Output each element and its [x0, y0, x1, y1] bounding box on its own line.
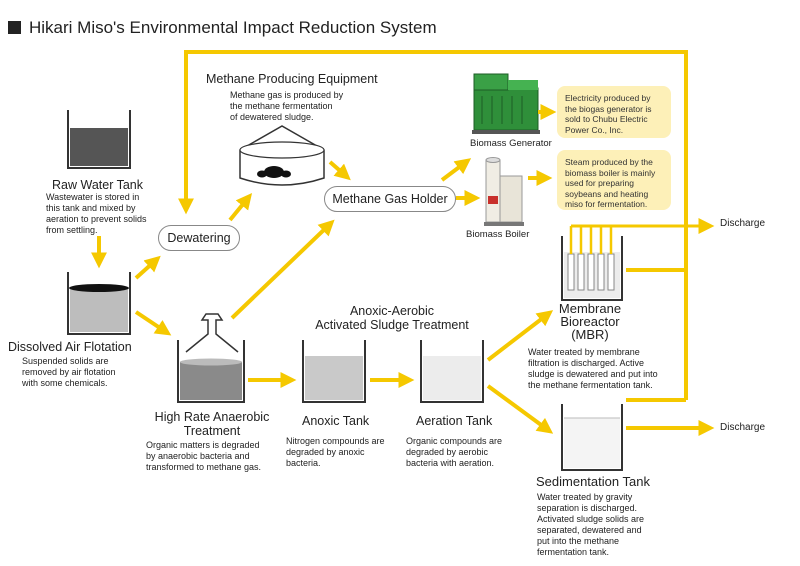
biomass-generator-icon [472, 73, 540, 134]
boiler-note: Steam produced by the biomass boiler is … [557, 150, 671, 210]
high-rate-anaerobic-label: High Rate Anaerobic Treatment [154, 410, 270, 438]
mbr-label: Membrane Bioreactor (MBR) [558, 301, 622, 342]
methane-equipment-label: Methane Producing Equipment [206, 72, 378, 86]
title-text: Hikari Miso's Environmental Impact Reduc… [29, 18, 437, 37]
methane-gas-holder-node: Methane Gas Holder [324, 186, 456, 212]
biomass-boiler-label: Biomass Boiler [466, 229, 530, 240]
dissolved-air-flotation-tank-icon [67, 272, 131, 335]
high-rate-anaerobic-desc: Organic matters is degraded by anaerobic… [146, 440, 262, 472]
discharge-mbr-label: Discharge [720, 218, 766, 229]
mbr-tank-icon [561, 224, 700, 301]
methane-equipment-desc: Methane gas is produced by the methane f… [230, 90, 344, 122]
generator-note: Electricity produced by the biogas gener… [557, 86, 671, 138]
aeration-tank-icon [420, 340, 484, 403]
raw-water-tank-label: Raw Water Tank [52, 178, 144, 192]
methane-gas-holder-label: Methane Gas Holder [332, 192, 448, 206]
sedimentation-tank-label: Sedimentation Tank [536, 474, 650, 489]
raw-water-tank-icon [67, 110, 131, 169]
mbr-desc: Water treated by membrane filtration is … [528, 347, 658, 390]
sedimentation-tank-desc: Water treated by gravity separation is d… [537, 492, 645, 557]
high-rate-anaerobic-tank-icon [177, 313, 245, 403]
dewatering-node: Dewatering [158, 225, 240, 251]
raw-water-tank-desc: Wastewater is stored in this tank and mi… [46, 192, 147, 235]
dissolved-air-flotation-label: Dissolved Air Flotation [8, 340, 132, 354]
anoxic-tank-icon [302, 340, 366, 403]
dissolved-air-flotation-desc: Suspended solids are removed by air flot… [22, 356, 116, 388]
aeration-tank-label: Aeration Tank [416, 414, 493, 428]
dewatering-label: Dewatering [167, 231, 231, 245]
page-title: Hikari Miso's Environmental Impact Reduc… [8, 18, 437, 38]
sedimentation-tank-icon [561, 404, 623, 471]
biomass-generator-label: Biomass Generator [470, 138, 552, 149]
anoxic-tank-label: Anoxic Tank [302, 414, 370, 428]
title-square-icon [8, 21, 21, 34]
anoxic-tank-desc: Nitrogen compounds are degraded by anoxi… [286, 436, 385, 468]
discharge-sedimentation-label: Discharge [720, 422, 766, 433]
anoxic-aerobic-group-label: Anoxic-Aerobic Activated Sludge Treatmen… [315, 304, 469, 332]
aeration-tank-desc: Organic compounds are degraded by aerobi… [406, 436, 503, 468]
biomass-boiler-icon [484, 157, 524, 226]
methane-digester-icon [239, 125, 325, 186]
